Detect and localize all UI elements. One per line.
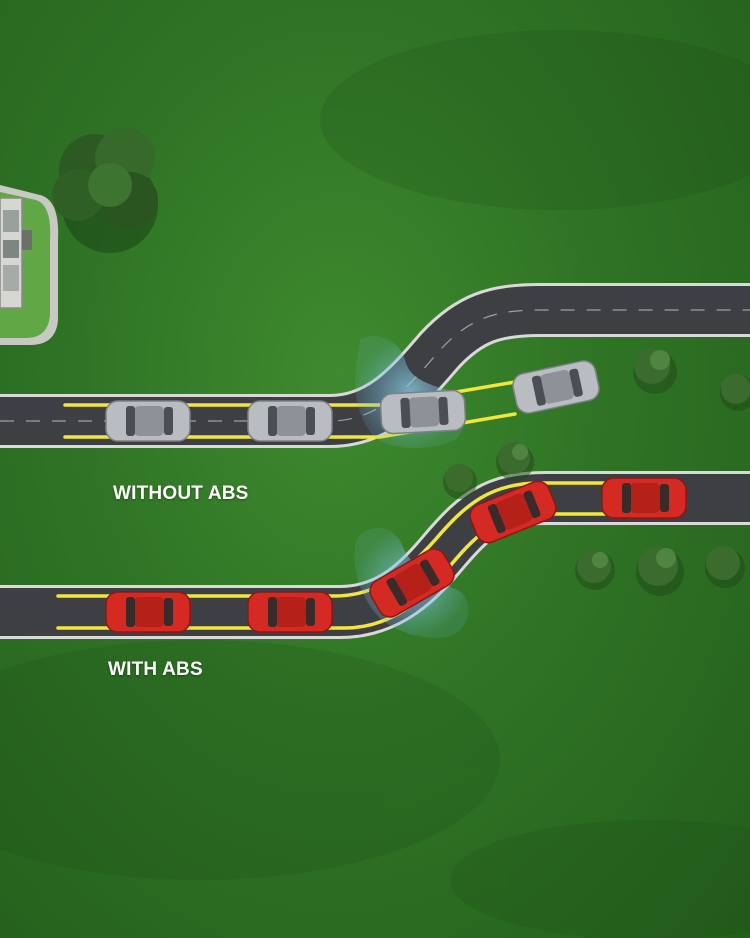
- tree-icon: [496, 442, 534, 481]
- car-icon: [379, 389, 467, 435]
- tree-icon: [575, 549, 615, 590]
- tree-icon: [636, 546, 684, 596]
- tree-icon: [705, 546, 745, 588]
- tree-icon: [443, 464, 477, 499]
- car-icon: [105, 591, 191, 633]
- car-icon: [247, 591, 333, 633]
- tree-icon: [720, 374, 750, 411]
- car-icon: [510, 357, 602, 417]
- house-icon: [0, 185, 59, 345]
- car-icon: [247, 400, 333, 442]
- label-without-abs: WITHOUT ABS: [113, 483, 249, 504]
- label-with-abs: WITH ABS: [108, 659, 203, 680]
- car-icon: [601, 477, 687, 519]
- car-icon: [105, 400, 191, 442]
- tree-icon: [633, 348, 677, 394]
- tree-icon: [52, 128, 158, 253]
